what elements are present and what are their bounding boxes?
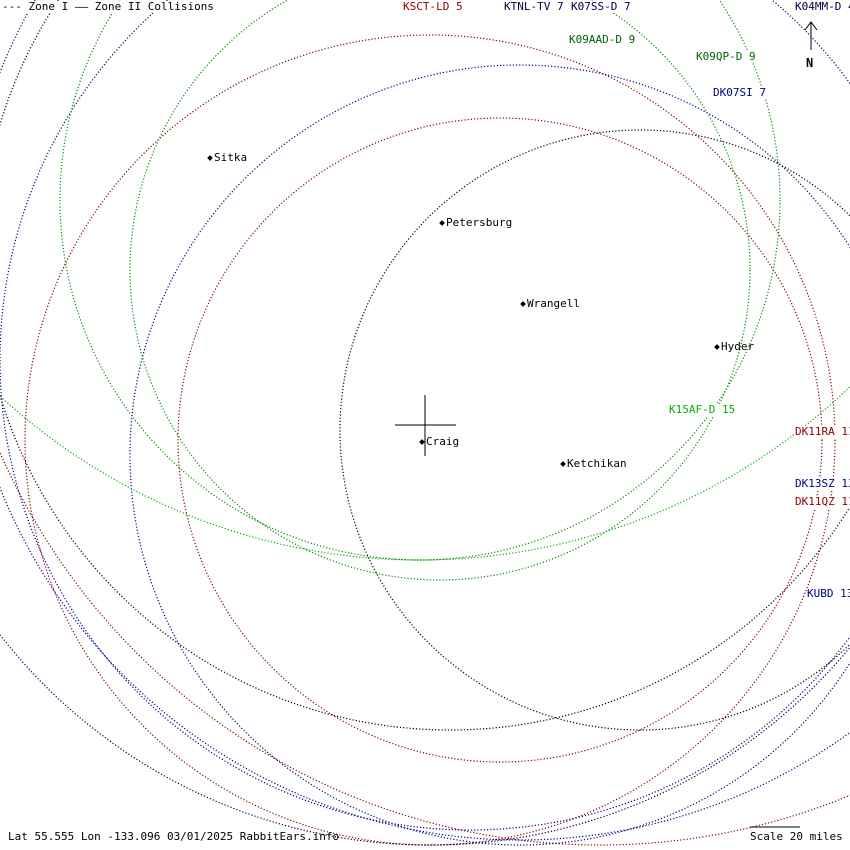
station-label[interactable]: DK13SZ 13 — [795, 478, 850, 490]
station-label[interactable]: DK07SI 7 — [713, 86, 766, 99]
city-name: Wrangell — [527, 297, 580, 310]
legend-zone1: --- Zone I — [2, 0, 69, 13]
station-label[interactable]: K07SS-D 7 — [571, 0, 631, 13]
city-ketchikan: Ketchikan — [560, 457, 627, 470]
scale-label: Scale 20 miles — [750, 830, 843, 843]
contour-k09aad — [129, 0, 751, 581]
city-petersburg: Petersburg — [439, 216, 513, 229]
station-label[interactable]: K04MM-D 4 — [795, 1, 850, 13]
city-marker-icon — [419, 439, 425, 445]
center-crosshair — [395, 395, 456, 456]
contour-k04mm — [0, 0, 850, 731]
city-marker-icon — [560, 461, 566, 467]
station-label[interactable]: KTNL-TV 7 — [504, 0, 564, 13]
city-hyder: Hyder — [714, 340, 755, 353]
city-marker-icon — [520, 301, 526, 307]
city-marker-icon — [439, 220, 445, 226]
legend-zone2: —— Zone II Collisions — [74, 0, 214, 13]
contour-k09qp — [59, 0, 781, 561]
city-marker-icon — [207, 155, 213, 161]
city-sitka: Sitka — [207, 151, 248, 164]
station-label[interactable]: K09AAD-D 9 — [569, 33, 636, 46]
city-name: Sitka — [214, 151, 248, 164]
city-name: Petersburg — [446, 216, 513, 229]
station-label[interactable]: K15AF-D 15 — [669, 403, 736, 416]
city-craig: Craig — [419, 435, 460, 448]
city-name: Craig — [426, 435, 460, 448]
station-label[interactable]: KSCT-LD 5 — [403, 0, 463, 13]
station-label[interactable]: KUBD 13 — [807, 588, 850, 600]
compass-north-label: N — [806, 56, 814, 70]
city-marker-icon — [714, 344, 720, 350]
station-label[interactable]: DK11RA 11 — [795, 426, 850, 438]
contour-dk07si — [129, 64, 850, 846]
city-wrangell: Wrangell — [520, 297, 580, 310]
city-name: Hyder — [721, 340, 755, 353]
legend: --- Zone I —— Zone II Collisions — [2, 1, 214, 13]
north-arrow — [804, 21, 818, 50]
contour-ksct-ld — [24, 34, 836, 846]
footer-info: Lat 55.555 Lon -133.096 03/01/2025 Rabbi… — [8, 830, 340, 843]
contour-k15af — [0, 385, 850, 561]
station-label[interactable]: DK11QZ 11 — [795, 496, 850, 508]
city-name: Ketchikan — [567, 457, 627, 470]
contour-dk11ra — [177, 117, 823, 763]
contour-ktnl — [339, 129, 850, 731]
station-label[interactable]: K09QP-D 9 — [696, 50, 756, 63]
